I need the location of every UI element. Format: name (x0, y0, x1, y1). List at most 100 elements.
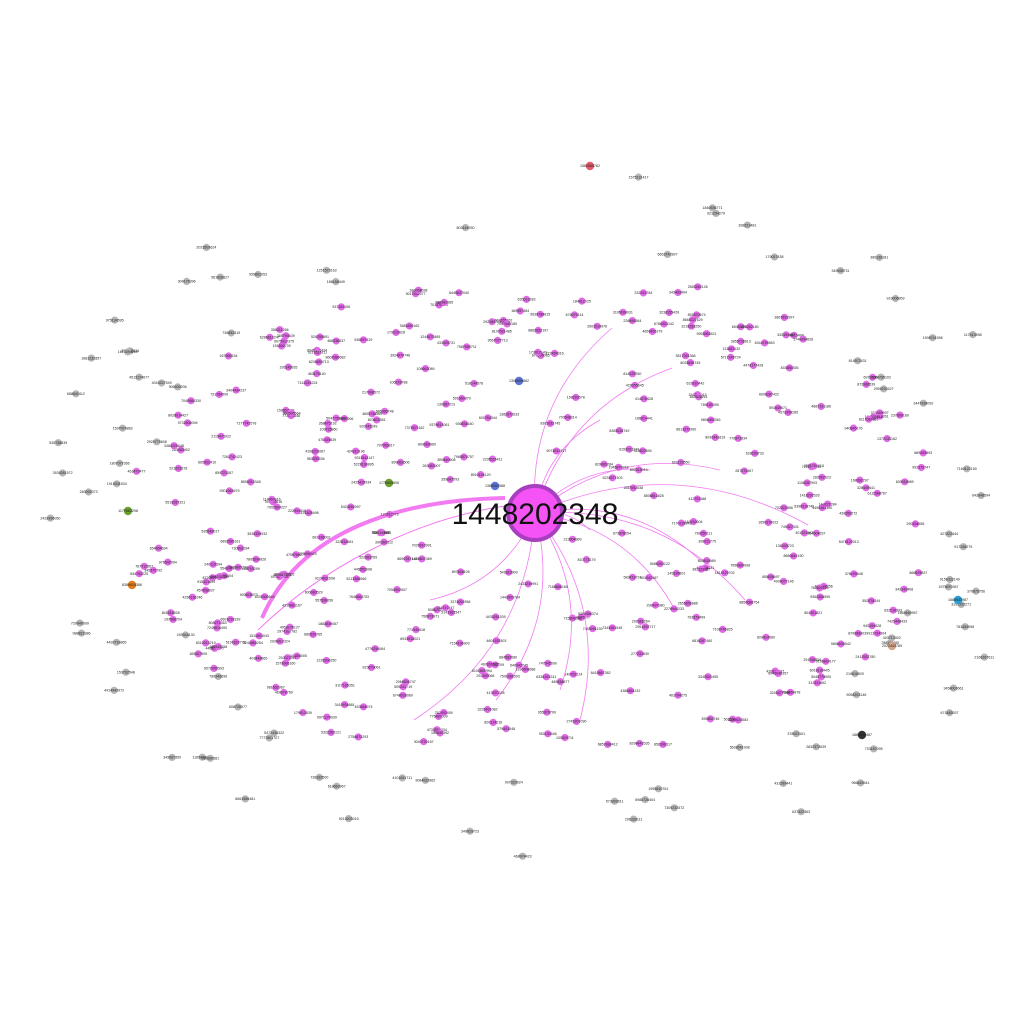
node-dot[interactable] (352, 575, 360, 583)
node-dot[interactable] (674, 288, 682, 297)
node-dot[interactable] (460, 420, 469, 428)
node-dot[interactable] (247, 565, 255, 573)
node-dot[interactable] (959, 543, 967, 551)
graph-node[interactable]: 9732506094 (178, 419, 198, 427)
node-dot[interactable] (234, 563, 242, 571)
graph-node[interactable]: 915121899 (197, 578, 215, 586)
graph-node[interactable]: 591660870 (453, 394, 471, 403)
node-dot[interactable] (188, 593, 196, 601)
graph-node[interactable]: 364504337 (808, 529, 826, 537)
graph-node[interactable]: 433329731 (437, 339, 455, 347)
graph-node[interactable]: 8680642190 (784, 552, 804, 560)
graph-node[interactable]: 123312773 (381, 510, 399, 519)
node-dot[interactable] (604, 740, 612, 749)
node-dot[interactable] (629, 484, 637, 492)
graph-node[interactable]: 390369312 (375, 538, 393, 546)
node-dot[interactable] (504, 653, 512, 661)
node-dot[interactable] (254, 270, 262, 279)
node-dot[interactable] (412, 626, 420, 634)
node-dot[interactable] (904, 609, 912, 617)
graph-node[interactable]: 4573399285 (778, 408, 798, 417)
node-dot[interactable] (712, 209, 720, 217)
node-dot[interactable] (822, 657, 830, 665)
graph-node[interactable]: 8696787442 (397, 555, 417, 563)
graph-node[interactable]: 9971270939 (317, 713, 337, 721)
graph-node[interactable]: 8191828498 (299, 509, 319, 517)
node-dot[interactable] (158, 379, 166, 387)
node-dot[interactable] (59, 469, 67, 477)
graph-node[interactable]: 453684974 (355, 703, 373, 711)
graph-node[interactable]: 219618920 (846, 670, 864, 678)
node-dot[interactable] (435, 712, 443, 721)
node-dot[interactable] (320, 596, 328, 605)
node-dot[interactable] (514, 376, 524, 386)
node-dot[interactable] (824, 500, 832, 508)
node-dot[interactable] (635, 466, 643, 474)
graph-node[interactable]: 158293578 (567, 393, 585, 401)
graph-node[interactable]: 981652967 (267, 683, 285, 692)
node-dot[interactable] (521, 665, 530, 674)
graph-node[interactable]: 652626261 (690, 393, 708, 401)
node-dot[interactable] (767, 573, 775, 581)
graph-node[interactable]: 730991284 (232, 544, 250, 552)
node-dot[interactable] (818, 473, 826, 481)
graph-node[interactable]: 747045699 (539, 659, 557, 668)
node-dot[interactable] (503, 320, 511, 328)
node-dot[interactable] (564, 413, 572, 422)
graph-node[interactable]: 7249814490 (207, 624, 227, 632)
node-dot[interactable] (636, 650, 644, 658)
node-dot[interactable] (283, 654, 292, 662)
node-dot[interactable] (812, 529, 821, 537)
node-dot[interactable] (687, 322, 696, 330)
graph-node[interactable]: 665922410 (198, 458, 216, 466)
node-dot[interactable] (492, 613, 500, 621)
node-dot[interactable] (640, 414, 648, 422)
node-dot[interactable] (481, 672, 489, 680)
node-dot[interactable] (851, 670, 859, 678)
graph-node[interactable]: 749327431 (781, 523, 799, 531)
node-dot[interactable] (919, 399, 928, 407)
graph-node[interactable]: 343194507 (777, 331, 795, 339)
graph-node[interactable]: 993375747 (912, 463, 930, 472)
node-dot[interactable] (324, 425, 333, 433)
node-dot[interactable] (123, 506, 133, 516)
graph-node[interactable]: 514822894 (634, 447, 652, 455)
graph-node[interactable]: 7425448433 (887, 617, 907, 626)
node-dot[interactable] (359, 703, 368, 711)
graph-node[interactable]: 731784509 (210, 390, 228, 399)
node-dot[interactable] (304, 550, 312, 558)
node-dot[interactable] (762, 633, 770, 641)
node-dot[interactable] (380, 538, 388, 546)
node-dot[interactable] (498, 327, 506, 335)
node-dot[interactable] (386, 510, 394, 519)
node-dot[interactable] (281, 659, 289, 667)
graph-node[interactable]: 8933518021 (400, 635, 420, 643)
node-dot[interactable] (87, 354, 95, 362)
node-dot[interactable] (303, 379, 312, 387)
graph-node[interactable]: 966615541 (852, 779, 870, 787)
graph-node[interactable]: 2936913324 (270, 637, 290, 645)
node-dot[interactable] (780, 313, 789, 321)
node-dot[interactable] (901, 478, 909, 486)
node-dot[interactable] (309, 630, 317, 639)
graph-node[interactable]: 1369551588 (485, 481, 505, 491)
node-dot[interactable] (122, 668, 130, 676)
graph-node[interactable]: 9392456374 (578, 610, 598, 618)
graph-node[interactable]: 5049779000 (811, 673, 831, 681)
node-dot[interactable] (463, 343, 471, 351)
graph-node[interactable]: 9213203015 (339, 815, 359, 823)
graph-node[interactable]: 6786303142 (654, 320, 674, 328)
graph-node[interactable]: 3343001455 (698, 673, 718, 681)
graph-node[interactable]: 2951492717 (635, 623, 655, 631)
node-dot[interactable] (394, 378, 403, 386)
node-dot[interactable] (670, 804, 678, 812)
node-dot[interactable] (226, 537, 234, 546)
graph-node[interactable]: 8028014427 (168, 411, 188, 419)
graph-node[interactable]: 8410867382 (591, 669, 611, 677)
node-dot[interactable] (293, 507, 301, 515)
node-dot[interactable] (542, 673, 550, 681)
node-dot[interactable] (466, 827, 474, 835)
graph-node[interactable]: 439260272 (839, 509, 857, 517)
graph-node[interactable]: 6335300646 (255, 593, 275, 601)
node-dot[interactable] (865, 415, 873, 423)
